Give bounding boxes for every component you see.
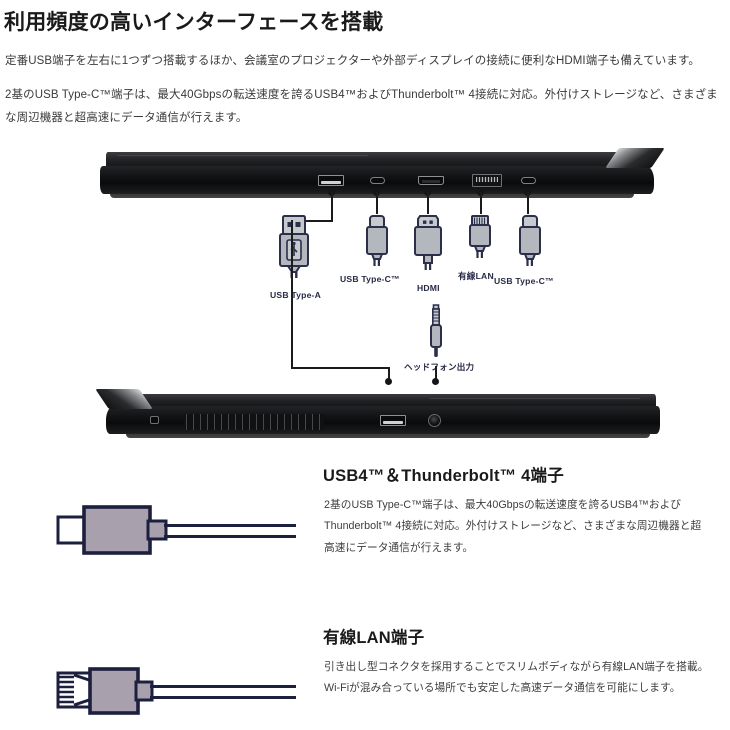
leader-dot-bottom-usb-a — [385, 378, 392, 385]
port-headphone-jack — [428, 414, 441, 427]
rj45-cable-illustration — [40, 655, 310, 730]
connector-label-usb-type-c-1: USB Type-C™ — [340, 274, 400, 284]
leader-line-usb-a-h — [292, 220, 333, 222]
laptop-lid — [106, 152, 642, 168]
intro-paragraph-2: 2基のUSB Type-C™端子は、最大40Gbpsの転送速度を誇るUSB4™お… — [5, 88, 718, 125]
laptop-lid-seam-bottom — [430, 398, 640, 399]
port-usb-a-left — [380, 415, 406, 426]
leader-line-usba-to-bottom-v — [291, 220, 293, 368]
connector-label-usb-type-c-2: USB Type-C™ — [494, 276, 554, 286]
leader-line-lan — [480, 192, 482, 214]
hdmi-connector-icon — [412, 214, 444, 277]
feature-title-wired-lan: 有線LAN端子 — [323, 629, 425, 647]
laptop-right-side-photo — [100, 146, 665, 204]
laptop-foot-bottom — [126, 432, 650, 438]
laptop-lid-seam — [118, 155, 368, 156]
headphone-jack-connector-icon — [426, 303, 446, 364]
feature-body-wired-lan: 引き出し型コネクタを採用することでスリムボディながら有線LAN端子を搭載。Wi-… — [324, 661, 709, 695]
connector-label-usb-type-a: USB Type-A — [270, 290, 322, 300]
port-usb-a-right — [318, 175, 344, 186]
port-hdmi — [418, 176, 444, 185]
usb-type-c-connector-icon-1 — [364, 214, 390, 273]
leader-line-hdmi — [427, 192, 429, 214]
usb-type-a-connector-icon — [276, 214, 312, 285]
laptop-hinge-corner-bottom — [95, 389, 153, 409]
leader-line-headphone-drop — [435, 366, 437, 381]
feature-body-usb4-thunderbolt: 2基のUSB Type-C™端子は、最大40Gbpsの転送速度を誇るUSB4™お… — [324, 499, 702, 554]
cooling-vents — [184, 414, 324, 430]
intro-text-block: 定番USB端子を左右に1つずつ搭載するほか、会議室のプロジェクターや外部ディスプ… — [5, 50, 727, 131]
port-security-lock-slot — [150, 416, 159, 424]
leader-line-bottom-usba-drop — [388, 367, 390, 381]
leader-line-usb-c-2 — [527, 192, 529, 214]
wired-lan-connector-icon — [466, 214, 494, 271]
leader-line-usb-c-1 — [376, 192, 378, 214]
laptop-lid-bottom — [118, 394, 656, 408]
connector-label-wired-lan: 有線LAN — [458, 271, 494, 281]
port-usb-c-right-1 — [370, 177, 385, 184]
usb-c-cable-illustration — [40, 495, 310, 570]
usb-type-c-connector-icon-2 — [517, 214, 543, 273]
laptop-hinge-corner — [605, 148, 665, 168]
leader-line-usb-a-v — [331, 192, 333, 221]
port-usb-c-right-2 — [521, 177, 536, 184]
feature-title-usb4-thunderbolt: USB4™＆Thunderbolt™ 4端子 — [323, 467, 564, 485]
leader-line-usba-to-bottom-h — [291, 367, 389, 369]
port-wired-lan — [472, 174, 502, 187]
intro-paragraph-1: 定番USB端子を左右に1つずつ搭載するほか、会議室のプロジェクターや外部ディスプ… — [5, 55, 700, 67]
page-title: 利用頻度の高いインターフェースを搭載 — [4, 11, 384, 34]
connector-label-headphone-out: ヘッドフォン出力 — [404, 362, 475, 372]
laptop-foot — [110, 192, 634, 198]
connector-label-hdmi: HDMI — [417, 283, 440, 293]
laptop-left-side-photo — [95, 386, 660, 444]
leader-dot-bottom-headphone — [432, 378, 439, 385]
